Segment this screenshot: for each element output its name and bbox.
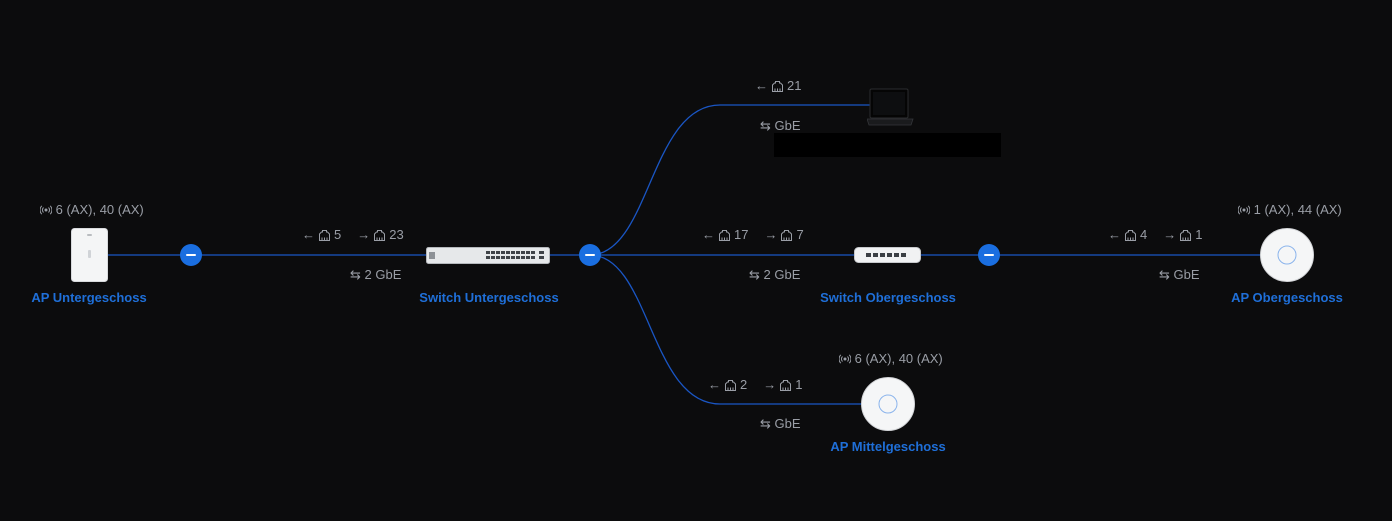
redacted-device-name xyxy=(774,133,1001,157)
mini-switch-icon[interactable] xyxy=(854,247,921,263)
bidirectional-arrows-icon: ⇆ xyxy=(760,416,771,431)
link-speed-label: ⇆ GbE xyxy=(760,118,801,134)
ethernet-port-icon xyxy=(719,229,730,241)
wifi-signal-icon xyxy=(39,205,53,215)
ceiling-access-point-icon[interactable] xyxy=(1260,228,1314,282)
link-switch-ug-laptop xyxy=(589,104,870,256)
rack-switch-24-port-icon[interactable] xyxy=(426,247,550,264)
uplink-port-number: 4 xyxy=(1140,227,1148,242)
arrow-left-icon: ← xyxy=(1108,227,1121,242)
ap-mittelgeschoss-wifi: 6 (AX), 40 (AX) xyxy=(838,351,943,367)
link-speed: GbE xyxy=(774,416,801,431)
ethernet-port-icon xyxy=(319,229,330,241)
link-ports-label: ← 17 → 7 xyxy=(702,227,804,243)
ap-obergeschoss-wifi: 1 (AX), 44 (AX) xyxy=(1237,202,1342,218)
ethernet-port-icon xyxy=(772,80,783,92)
collapse-ap-untergeschoss-button[interactable] xyxy=(180,244,202,266)
wifi-channels: 6 (AX), 40 (AX) xyxy=(854,351,943,366)
link-ports-label: ← 4 → 1 xyxy=(1108,227,1202,243)
arrow-right-icon: → xyxy=(357,227,371,242)
ceiling-access-point-icon[interactable] xyxy=(861,377,915,431)
downlink-port-number: 1 xyxy=(1195,227,1203,242)
wifi-channels: 6 (AX), 40 (AX) xyxy=(55,202,144,217)
link-ports-label: ← 21 xyxy=(755,78,801,94)
collapse-switch-obergeschoss-button[interactable] xyxy=(978,244,1000,266)
laptop-icon[interactable] xyxy=(866,88,915,128)
arrow-left-icon: ← xyxy=(708,377,721,392)
link-speed: GbE xyxy=(1173,267,1200,282)
link-ports-label: ← 2 → 1 xyxy=(708,377,802,393)
wifi-signal-icon xyxy=(1237,205,1251,215)
arrow-right-icon: → xyxy=(764,227,778,242)
arrow-right-icon: → xyxy=(1163,227,1177,242)
ethernet-port-icon xyxy=(1180,229,1192,241)
switch-obergeschoss-name[interactable]: Switch Obergeschoss xyxy=(820,290,956,305)
downlink-port-number: 23 xyxy=(389,227,404,242)
switch-untergeschoss-name[interactable]: Switch Untergeschoss xyxy=(419,290,559,305)
link-speed: 2 GbE xyxy=(364,267,402,282)
arrow-left-icon: ← xyxy=(702,227,715,242)
link-speed-label: ⇆ GbE xyxy=(1159,267,1200,283)
bidirectional-arrows-icon: ⇆ xyxy=(749,267,760,282)
bidirectional-arrows-icon: ⇆ xyxy=(760,118,771,133)
arrow-left-icon: ← xyxy=(302,227,315,242)
wifi-signal-icon xyxy=(838,354,852,364)
uplink-port-number: 17 xyxy=(734,227,749,242)
ap-mittelgeschoss-name[interactable]: AP Mittelgeschoss xyxy=(830,439,946,454)
uplink-port-number: 5 xyxy=(334,227,342,242)
link-speed: 2 GbE xyxy=(763,267,801,282)
downlink-port-number: 7 xyxy=(796,227,804,242)
in-wall-access-point-icon[interactable] xyxy=(71,228,108,282)
ethernet-port-icon xyxy=(374,229,386,241)
ap-untergeschoss-name[interactable]: AP Untergeschoss xyxy=(31,290,147,305)
bidirectional-arrows-icon: ⇆ xyxy=(1159,267,1170,282)
link-speed: GbE xyxy=(774,118,801,133)
arrow-left-icon: ← xyxy=(755,78,768,93)
link-speed-label: ⇆ 2 GbE xyxy=(749,267,800,283)
ethernet-port-icon xyxy=(725,379,736,391)
downlink-port-number: 1 xyxy=(795,377,803,392)
uplink-port-number: 2 xyxy=(740,377,748,392)
bidirectional-arrows-icon: ⇆ xyxy=(350,267,361,282)
collapse-switch-untergeschoss-button[interactable] xyxy=(579,244,601,266)
ap-obergeschoss-name[interactable]: AP Obergeschoss xyxy=(1231,290,1343,305)
arrow-right-icon: → xyxy=(763,377,777,392)
link-ports-label: ← 5 → 23 xyxy=(302,227,404,243)
link-switch-ug-ap-mg xyxy=(589,254,862,405)
uplink-port-number: 21 xyxy=(787,78,802,93)
link-speed-label: ⇆ 2 GbE xyxy=(350,267,401,283)
ap-untergeschoss-wifi: 6 (AX), 40 (AX) xyxy=(39,202,144,218)
link-speed-label: ⇆ GbE xyxy=(760,416,801,432)
wifi-channels: 1 (AX), 44 (AX) xyxy=(1253,202,1342,217)
ethernet-port-icon xyxy=(1125,229,1136,241)
ethernet-port-icon xyxy=(781,229,793,241)
ethernet-port-icon xyxy=(780,379,792,391)
